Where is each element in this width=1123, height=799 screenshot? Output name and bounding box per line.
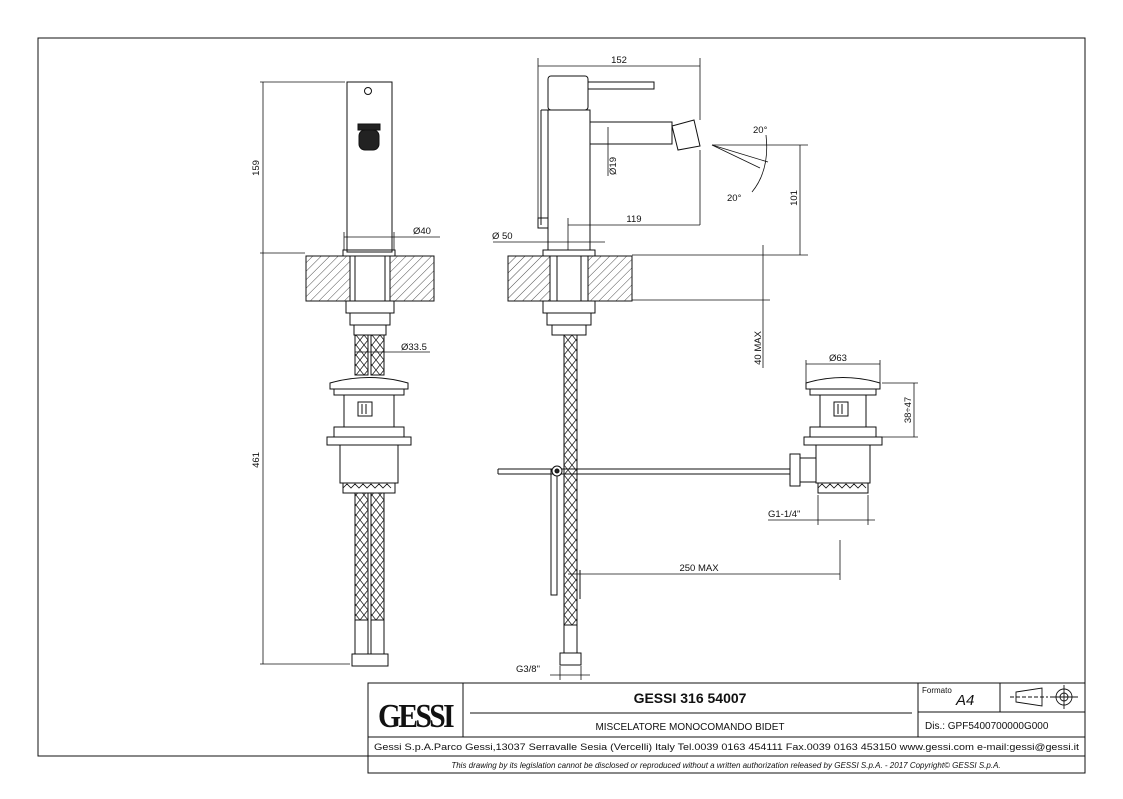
dim-40-max: 40 MAX xyxy=(753,330,764,364)
waste-view xyxy=(789,377,883,494)
dim-g3-8: G3/8" xyxy=(516,664,540,675)
drawing-number: Dis.: GPF5400700000G000 xyxy=(925,721,1049,732)
dim-angle-20-top: 20° xyxy=(753,125,768,136)
copyright-notice: This drawing by its legislation cannot b… xyxy=(451,761,1000,770)
svg-text:GESSI: GESSI xyxy=(378,698,454,735)
dim-g1-1-4: G1-1/4" xyxy=(768,509,800,520)
drawing-frame xyxy=(37,37,1086,757)
gessi-logo: GESSI xyxy=(378,698,457,735)
dim-119: 119 xyxy=(626,214,641,225)
product-description: MISCELATORE MONOCOMANDO BIDET xyxy=(595,722,784,733)
projection-symbol-icon xyxy=(1010,685,1078,709)
dim-diameter-19: Ø19 xyxy=(608,157,619,175)
format-value: A4 xyxy=(955,692,974,709)
dim-38-47: 38÷47 xyxy=(903,397,914,423)
front-view xyxy=(305,81,435,667)
format-label: Formato xyxy=(922,686,952,695)
dim-461: 461 xyxy=(251,452,262,468)
side-view xyxy=(497,75,790,666)
dim-101: 101 xyxy=(789,190,800,206)
waste-view-dimensions xyxy=(768,360,918,525)
side-view-dimensions xyxy=(493,58,841,680)
dim-diameter-40: Ø40 xyxy=(413,226,431,237)
dim-250-max: 250 MAX xyxy=(679,563,719,574)
dim-angle-20-bottom: 20° xyxy=(727,193,742,204)
dim-159: 159 xyxy=(251,160,262,176)
dim-diameter-63: Ø63 xyxy=(829,353,847,364)
dim-diameter-33-5: Ø33.5 xyxy=(401,342,427,353)
front-view-dimensions xyxy=(260,81,440,665)
title-block xyxy=(367,682,1086,774)
dim-diameter-50: Ø 50 xyxy=(492,231,513,242)
company-info: Gessi S.p.A.Parco Gessi,13037 Serravalle… xyxy=(374,742,1080,752)
dim-152: 152 xyxy=(611,55,627,66)
product-code: GESSI 316 54007 xyxy=(634,690,747,706)
